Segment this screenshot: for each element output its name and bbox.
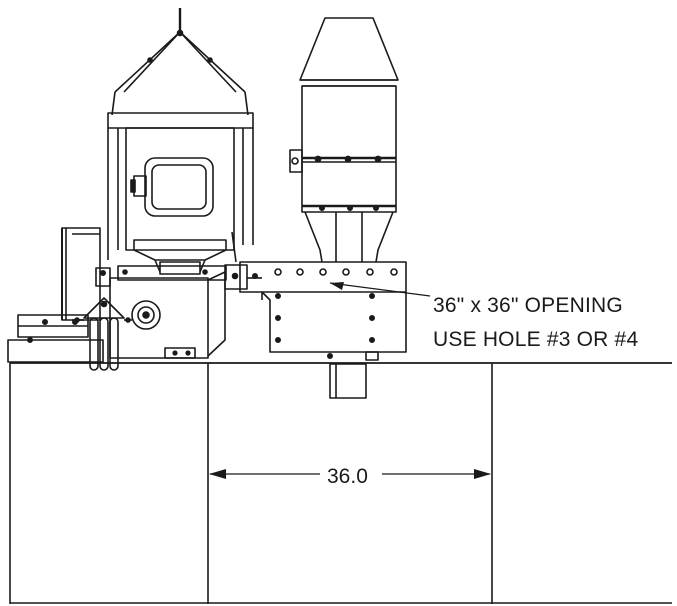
dimension-label: 36.0 — [325, 465, 370, 489]
collector-cone — [299, 17, 399, 87]
opening-size-callout: 36" x 36" OPENING — [433, 294, 623, 317]
gearbox-housing — [107, 112, 254, 275]
gear-motor — [109, 265, 227, 359]
bin-walls — [9, 362, 672, 604]
drive-pulley — [72, 297, 132, 371]
lifting-sling — [111, 8, 249, 116]
collector-cylinder — [289, 85, 397, 213]
blower-body — [61, 227, 111, 321]
bracket-plate — [239, 261, 431, 361]
dimension-line — [209, 469, 491, 479]
discharge-spout — [329, 363, 367, 399]
hole-instruction-callout: USE HOLE #3 OR #4 — [433, 328, 639, 351]
base-rail — [7, 314, 104, 363]
collector-hopper — [304, 211, 394, 263]
